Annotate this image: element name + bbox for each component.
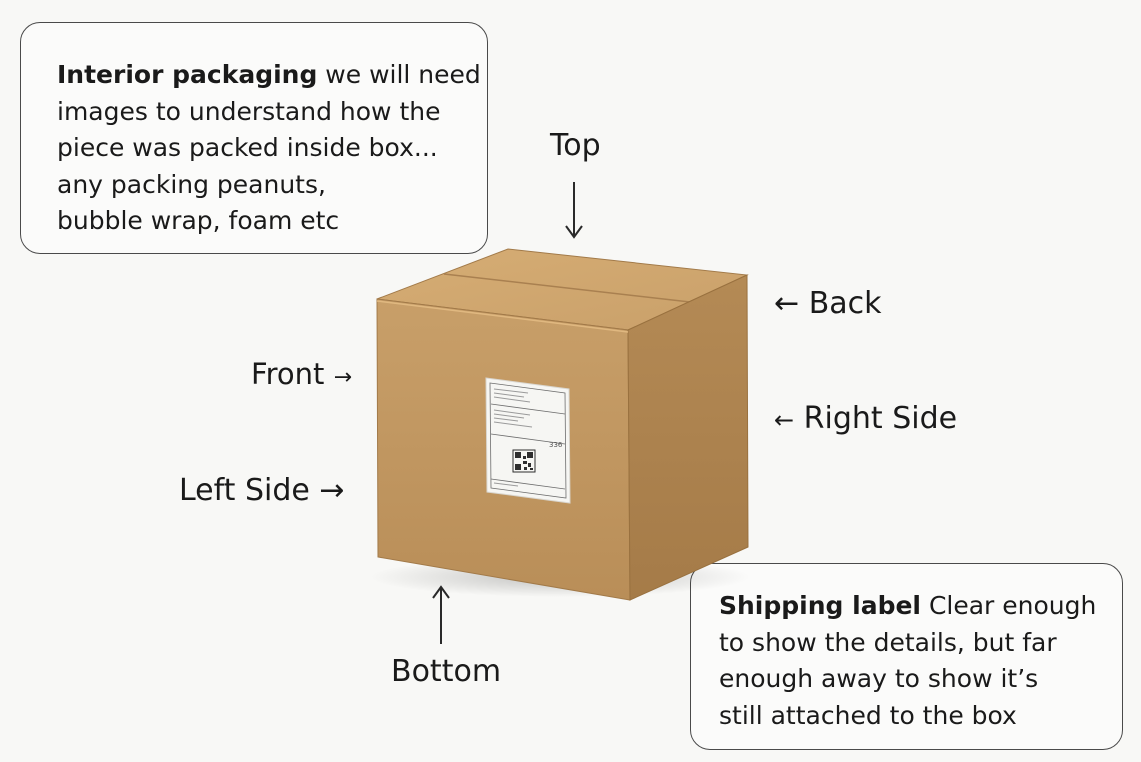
shipping-callout-title: Shipping label: [719, 591, 921, 620]
shipping-callout-line-1: Clear enough: [921, 591, 1097, 620]
interior-callout-line-4: any packing peanuts,: [57, 169, 326, 199]
interior-callout-title: Interior packaging: [57, 60, 318, 89]
top-label: Top: [550, 128, 601, 163]
front-label-text: Front: [251, 357, 325, 391]
shipping-label-number: 336: [549, 441, 563, 449]
box-front-edge: [376, 300, 629, 333]
box-right-face: [627, 274, 749, 601]
shipping-callout-line-2: to show the details, but far: [719, 627, 1057, 657]
interior-callout-line-2: images to understand how the: [57, 96, 441, 126]
front-label: Front →: [251, 357, 352, 391]
box-top-seam: [443, 273, 691, 303]
interior-callout-line-1: we will need: [317, 60, 481, 89]
right-side-label: ← Right Side: [774, 401, 957, 436]
qr-code-icon: [512, 449, 536, 473]
right-side-arrow-icon: ←: [774, 406, 795, 434]
shipping-callout-line-3: enough away to show it’s: [719, 664, 1039, 693]
interior-packaging-callout: Interior packaging we will need images t…: [20, 22, 488, 254]
cardboard-box: 336: [370, 248, 750, 601]
interior-callout-line-5: bubble wrap, foam etc: [57, 206, 340, 235]
right-side-label-text: Right Side: [803, 401, 958, 436]
shipping-label-callout: Shipping label Clear enough to show the …: [690, 563, 1123, 750]
back-label: ← Back: [774, 286, 882, 321]
left-side-label: Left Side →: [179, 473, 345, 508]
shipping-callout-line-4: still attached to the box: [719, 700, 1017, 730]
shipping-label-sticker: 336: [485, 377, 571, 504]
left-side-arrow-icon: →: [319, 473, 345, 508]
back-arrow-icon: ←: [774, 286, 800, 321]
front-arrow-icon: →: [333, 365, 353, 390]
back-label-text: Back: [808, 286, 882, 321]
top-down-arrow-icon: [565, 182, 583, 239]
interior-callout-line-3: piece was packed inside box...: [57, 133, 438, 162]
left-side-label-text: Left Side: [179, 473, 310, 508]
bottom-label: Bottom: [391, 654, 502, 689]
